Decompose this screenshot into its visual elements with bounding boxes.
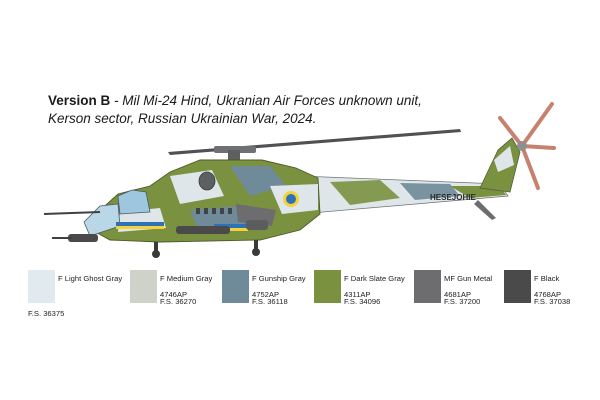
landing-gear xyxy=(152,240,260,258)
swatch-gun-metal: MF Gun Metal 4681AP F.S. 37200 xyxy=(414,270,514,330)
caption-line-1: Version B - Mil Mi-24 Hind, Ukranian Air… xyxy=(48,92,468,110)
color-chip xyxy=(28,270,55,303)
color-ap-code: 4746AP xyxy=(160,290,188,299)
paint-color-legend: F Light Ghost Gray F.S. 36375 F Medium G… xyxy=(0,270,600,330)
color-chip xyxy=(504,270,531,303)
color-ap-code: 4311AP xyxy=(344,290,371,299)
tail-fin xyxy=(474,137,521,220)
color-fs-code: F.S. 37038 xyxy=(534,297,571,306)
roundel-marking xyxy=(283,191,299,207)
color-fs-code: F.S. 36375 xyxy=(28,309,65,318)
caption-separator: - xyxy=(110,93,123,108)
color-chip xyxy=(222,270,249,303)
nose-gun xyxy=(43,211,101,242)
swatch-medium-gray: F Medium Gray 4746AP F.S. 36270 xyxy=(130,270,230,330)
color-chip xyxy=(314,270,341,303)
tail-code: HESEJOHIE xyxy=(430,193,476,202)
main-rotor xyxy=(168,129,461,164)
color-fs-code: F.S. 36118 xyxy=(252,297,288,306)
swatch-gunship-gray: F Gunship Gray 4752AP F.S. 36118 xyxy=(222,270,322,330)
caption-aircraft-unit: Mil Mi-24 Hind, Ukranian Air Forces unkn… xyxy=(122,93,422,108)
color-name: F Black xyxy=(534,274,560,283)
cockpit xyxy=(83,189,248,237)
tail-boom xyxy=(299,175,509,215)
color-ap-code: 4752AP xyxy=(252,290,280,299)
color-name: F Medium Gray xyxy=(160,274,213,283)
version-label: Version B xyxy=(48,93,111,108)
color-chip xyxy=(414,270,441,303)
color-fs-code: F.S. 34096 xyxy=(344,297,381,306)
color-fs-code: F.S. 37200 xyxy=(444,297,481,306)
profile-caption: Version B - Mil Mi-24 Hind, Ukranian Air… xyxy=(48,92,468,128)
swatch-black: F Black 4768AP F.S. 37038 xyxy=(504,270,600,330)
color-name: F Gunship Gray xyxy=(252,274,306,283)
helicopter-profile-illustration: HESEJOHIE xyxy=(43,102,556,258)
color-name: F Light Ghost Gray xyxy=(58,274,123,283)
tail-rotor xyxy=(498,102,556,190)
stub-wing xyxy=(176,204,276,234)
color-name: F Dark Slate Gray xyxy=(344,274,405,283)
color-name: MF Gun Metal xyxy=(444,274,493,283)
color-fs-code: F.S. 36270 xyxy=(160,297,197,306)
swatch-dark-slate-gray: F Dark Slate Gray 4311AP F.S. 34096 xyxy=(314,270,414,330)
color-ap-code: 4768AP xyxy=(534,290,562,299)
color-chip xyxy=(130,270,157,303)
color-ap-code: 4681AP xyxy=(444,290,472,299)
swatch-light-ghost-gray: F Light Ghost Gray F.S. 36375 xyxy=(28,270,128,330)
caption-line-2: Kerson sector, Russian Ukrainian War, 20… xyxy=(48,111,317,126)
